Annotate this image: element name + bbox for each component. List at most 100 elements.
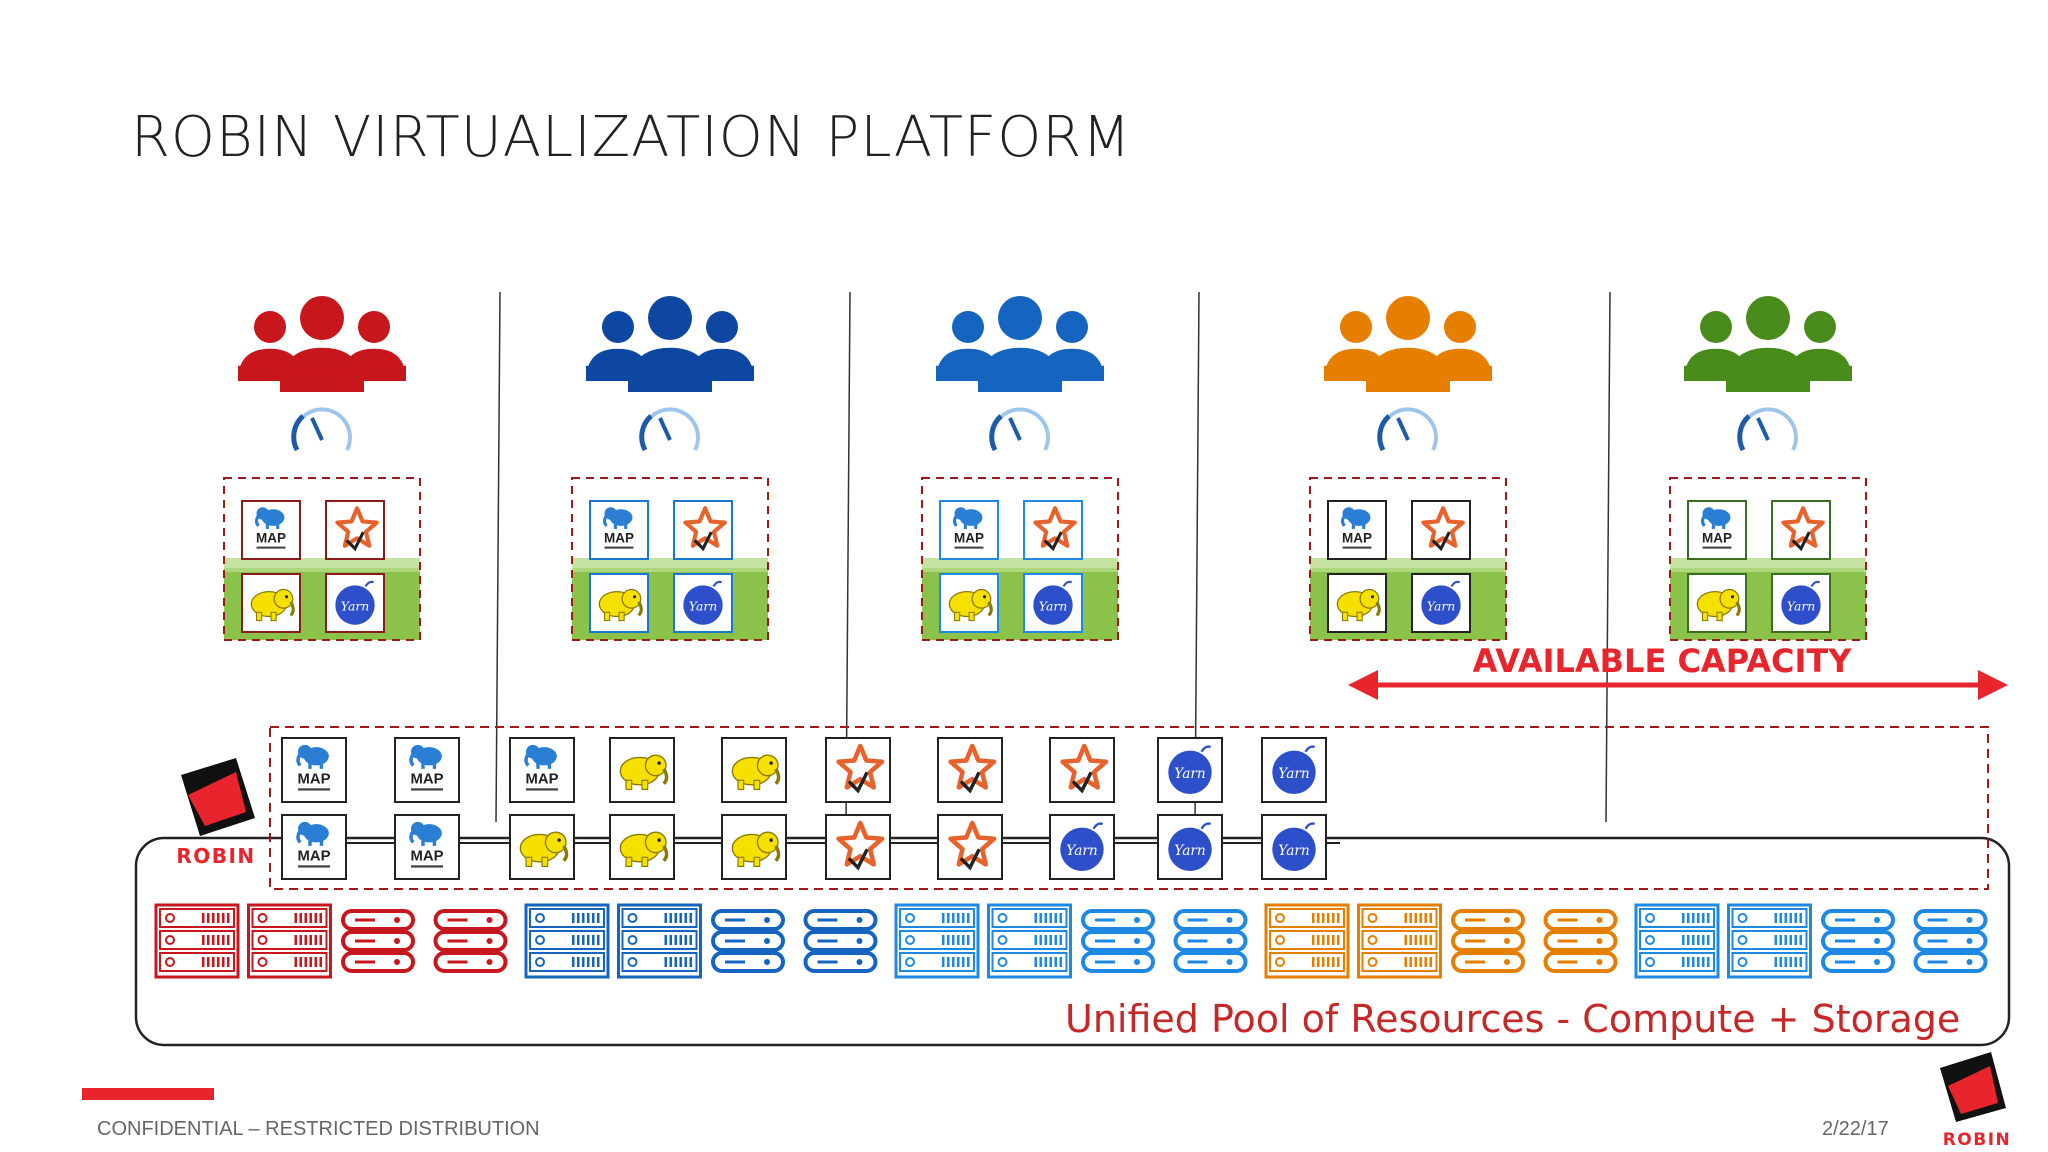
- hadoop-icon: [939, 573, 999, 633]
- tenant-divider: [1605, 291, 1611, 823]
- tenant-dividers: [495, 291, 1611, 823]
- tenant-service-box: MAP Yarn: [1669, 477, 1867, 641]
- available-capacity-label: AVAILABLE CAPACITY: [1473, 642, 1853, 680]
- tenant-service-box: MAP Yarn: [1309, 477, 1507, 641]
- tenant-5: MAP Yarn: [1669, 296, 1867, 641]
- hadoop-icon: [721, 814, 787, 880]
- yarn-label: Yarn: [1039, 598, 1068, 613]
- yarn-icon: Yarn: [1023, 573, 1083, 633]
- mapreduce-icon: MAP: [241, 500, 301, 560]
- spark-icon: [1411, 500, 1471, 560]
- tenant-service-box: MAP Yarn: [571, 477, 769, 641]
- tenant-2: MAP Yarn: [571, 296, 769, 641]
- yarn-icon: Yarn: [1157, 737, 1223, 803]
- mapreduce-label: MAP: [298, 772, 331, 788]
- users-group-icon: [586, 296, 754, 392]
- speed-gauge-icon: [1737, 407, 1798, 452]
- hadoop-icon: [509, 814, 575, 880]
- yarn-icon: Yarn: [1157, 814, 1223, 880]
- yarn-label: Yarn: [1787, 598, 1816, 613]
- yarn-icon: Yarn: [1261, 814, 1327, 880]
- users-group-icon: [238, 296, 406, 392]
- footer-accent-bar: [82, 1088, 214, 1100]
- tenant-columns: MAP Yarn MAP Yarn MAP Yarn MAP Yarn MAP Yarn: [223, 296, 1867, 641]
- robin-logo-footer: ROBIN: [1940, 1052, 2010, 1150]
- server-rack-icon: [617, 903, 702, 979]
- spark-icon: [673, 500, 733, 560]
- yarn-icon: Yarn: [1411, 573, 1471, 633]
- mapreduce-label: MAP: [411, 772, 444, 788]
- robin-wordmark: ROBIN: [176, 844, 255, 868]
- robin-logo: ROBIN: [176, 758, 255, 868]
- hadoop-icon: [609, 814, 675, 880]
- yarn-label: Yarn: [341, 598, 370, 613]
- server-rack-icon: [1357, 903, 1442, 979]
- tenant-service-box: MAP Yarn: [223, 477, 421, 641]
- tenant-1: MAP Yarn: [223, 296, 421, 641]
- mapreduce-label: MAP: [1342, 530, 1372, 545]
- mapreduce-label: MAP: [1702, 530, 1732, 545]
- mapreduce-icon: MAP: [281, 814, 347, 880]
- speed-gauge-icon: [291, 407, 352, 452]
- server-rack-icon: [1634, 903, 1720, 979]
- storage-disk-icon: [433, 909, 508, 973]
- spark-icon: [937, 737, 1003, 803]
- server-rack-icon: [154, 903, 240, 979]
- yarn-label: Yarn: [1174, 843, 1206, 859]
- yarn-icon: Yarn: [1261, 737, 1327, 803]
- mapreduce-icon: MAP: [1687, 500, 1747, 560]
- hadoop-icon: [241, 573, 301, 633]
- mapreduce-icon: MAP: [394, 737, 460, 803]
- tenant-3: MAP Yarn: [921, 296, 1119, 641]
- server-row: [154, 903, 1988, 979]
- hadoop-icon: [589, 573, 649, 633]
- spark-icon: [325, 500, 385, 560]
- storage-disk-icon: [1451, 909, 1525, 973]
- tenant-service-box: MAP Yarn: [921, 477, 1119, 641]
- mapreduce-icon: MAP: [589, 500, 649, 560]
- storage-disk-icon: [1081, 909, 1155, 973]
- server-rack-icon: [987, 903, 1072, 979]
- speed-gauge-icon: [1377, 407, 1438, 452]
- speed-gauge-icon: [989, 407, 1050, 452]
- server-rack-icon: [247, 903, 332, 979]
- slide-title: ROBIN VIRTUALIZATION PLATFORM: [131, 105, 1132, 170]
- server-rack-icon: [1264, 903, 1350, 979]
- yarn-label: Yarn: [1066, 843, 1098, 859]
- yarn-icon: Yarn: [673, 573, 733, 633]
- yarn-icon: Yarn: [325, 573, 385, 633]
- users-group-icon: [1324, 296, 1492, 392]
- unified-pool-label: Unified Pool of Resources - Compute + St…: [1065, 997, 1960, 1041]
- mapreduce-icon: MAP: [939, 500, 999, 560]
- mapreduce-icon: MAP: [394, 814, 460, 880]
- yarn-label: Yarn: [1174, 766, 1206, 782]
- storage-disk-icon: [341, 909, 415, 973]
- mapreduce-icon: MAP: [1327, 500, 1387, 560]
- tenant-divider: [1194, 291, 1200, 823]
- storage-disk-icon: [1543, 909, 1618, 973]
- mapreduce-label: MAP: [604, 530, 634, 545]
- spark-icon: [1023, 500, 1083, 560]
- tenant-divider: [495, 291, 501, 823]
- server-rack-icon: [1727, 903, 1812, 979]
- server-rack-icon: [894, 903, 980, 979]
- mapreduce-label: MAP: [298, 849, 331, 865]
- server-rack-icon: [524, 903, 610, 979]
- hadoop-icon: [1687, 573, 1747, 633]
- tenant-4: MAP Yarn: [1309, 296, 1507, 641]
- mapreduce-icon: MAP: [281, 737, 347, 803]
- mapreduce-label: MAP: [411, 849, 444, 865]
- storage-disk-icon: [1913, 909, 1988, 973]
- yarn-icon: Yarn: [1771, 573, 1831, 633]
- yarn-icon: Yarn: [1049, 814, 1115, 880]
- mapreduce-label: MAP: [256, 530, 286, 545]
- storage-disk-icon: [803, 909, 878, 973]
- hadoop-icon: [721, 737, 787, 803]
- yarn-label: Yarn: [1278, 766, 1310, 782]
- hadoop-icon: [1327, 573, 1387, 633]
- spark-icon: [825, 814, 891, 880]
- yarn-label: Yarn: [1427, 598, 1456, 613]
- hadoop-icon: [609, 737, 675, 803]
